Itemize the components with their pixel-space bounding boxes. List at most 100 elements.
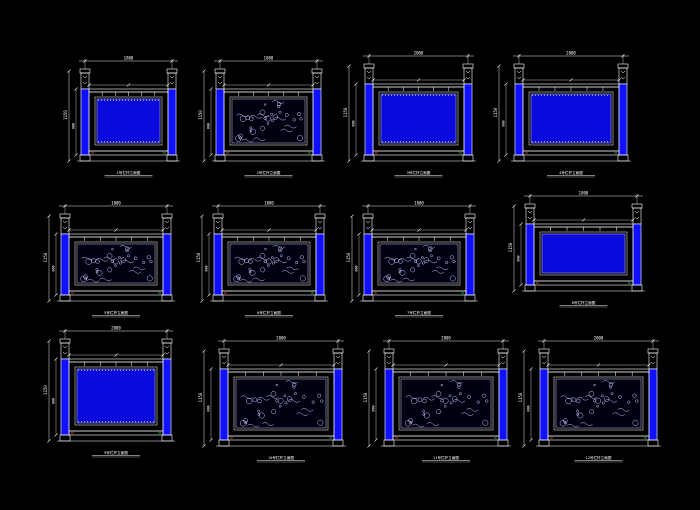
dimension-tick — [202, 69, 206, 73]
ornament-curl — [270, 112, 274, 116]
post-carving — [221, 355, 227, 364]
post-base — [314, 294, 326, 302]
panel-dot — [406, 141, 407, 143]
ornament-curl — [292, 385, 296, 389]
dimension-tick — [350, 214, 354, 218]
ornament-vine — [560, 395, 573, 399]
post-cap — [218, 348, 230, 354]
post-cap — [214, 68, 226, 74]
dimension-tick — [357, 232, 361, 236]
panel-dot — [125, 141, 126, 143]
dimension-tick — [529, 367, 533, 371]
panel-dot — [535, 141, 536, 143]
dimension-tick — [519, 283, 523, 287]
ornament-curl — [249, 269, 256, 276]
panel-dot — [598, 141, 599, 143]
post-carving — [650, 355, 656, 364]
panel-dot — [424, 141, 425, 143]
post-cap — [524, 203, 536, 209]
ornament-curl — [417, 264, 420, 267]
ornament-curl — [457, 382, 462, 387]
post-shaft — [219, 368, 229, 441]
ornament-curl — [410, 397, 418, 405]
panel-frame — [94, 96, 163, 146]
ornament-curl — [296, 111, 302, 117]
ornament-curl — [296, 135, 303, 142]
ornament-vine — [604, 399, 618, 403]
dimension-tick — [54, 433, 58, 437]
panel-dot — [601, 141, 602, 143]
ornament-curl — [399, 269, 406, 276]
panel-dot — [147, 369, 148, 371]
panel-dot — [442, 141, 443, 143]
ornament-vine — [240, 395, 253, 399]
ornament-curl — [423, 412, 430, 419]
dimension-tick — [512, 289, 516, 293]
ornament-vine — [406, 256, 419, 261]
panel-dot — [577, 141, 578, 143]
ornament-curl — [284, 113, 289, 117]
post-carving — [62, 345, 68, 354]
panel-dot — [144, 369, 145, 371]
dimension-tick — [347, 64, 351, 68]
dimension-tick — [202, 444, 206, 448]
dimension-tick — [546, 363, 550, 367]
panel-dot — [87, 421, 88, 423]
top-dimension-text: 2000 — [414, 51, 424, 56]
dimension-tick — [226, 363, 230, 367]
post-base — [214, 154, 226, 162]
panel-dot — [589, 141, 590, 143]
panel-dot — [119, 141, 120, 143]
post-cap — [363, 63, 375, 69]
post-base — [59, 294, 71, 302]
post-shaft — [514, 83, 524, 156]
panel-dot — [445, 94, 446, 96]
dimension-tick — [47, 214, 51, 218]
bottom-rail — [88, 150, 169, 156]
panel-dot — [556, 94, 557, 96]
top-dimension-text: 1800 — [264, 56, 274, 61]
panel-dot — [577, 94, 578, 96]
post-shaft — [213, 233, 223, 296]
panel-dot — [571, 94, 572, 96]
carved-panel — [229, 243, 309, 284]
ornament-vine — [466, 408, 479, 412]
ornament-curl — [459, 392, 462, 396]
top-rail — [68, 233, 164, 238]
panel-frame — [74, 241, 158, 286]
dimension-tick — [74, 87, 78, 91]
post-shaft — [648, 368, 658, 441]
ornament-vine — [257, 396, 270, 401]
panel-dot — [556, 141, 557, 143]
panel-dot — [403, 94, 404, 96]
ornament-curl — [405, 420, 412, 427]
panel-dot — [547, 94, 548, 96]
panel-dot — [153, 369, 154, 371]
ornament-curl — [421, 261, 425, 265]
post-base — [363, 154, 375, 162]
dimension-tick — [350, 299, 354, 303]
panel-dot — [604, 141, 605, 143]
height-dimension-text: 1150 — [343, 107, 348, 117]
ornament-vine — [398, 258, 412, 262]
ornament-vine — [247, 423, 260, 428]
post-cap — [462, 63, 474, 69]
post-cap — [59, 338, 71, 344]
ornament-vine — [281, 270, 295, 274]
panel-dot — [586, 94, 587, 96]
panel-dot — [547, 141, 548, 143]
railing-post — [59, 213, 71, 302]
post-carving — [366, 70, 372, 79]
dimension-tick — [581, 218, 586, 222]
ornament-curl — [277, 104, 281, 108]
railing-post — [166, 68, 178, 162]
ornament-curl — [271, 261, 275, 265]
panel-dot — [137, 141, 138, 143]
bottom-rail — [392, 435, 500, 441]
ornament-curl — [596, 404, 600, 408]
railing-post — [212, 213, 224, 302]
